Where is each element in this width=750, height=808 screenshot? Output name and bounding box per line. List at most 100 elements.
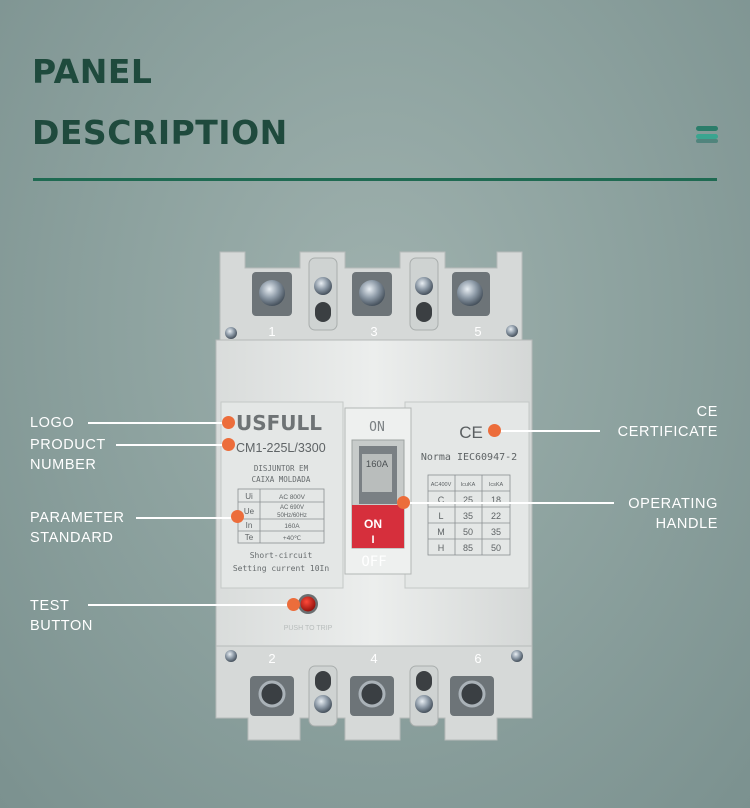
note-line2: Setting current 10In <box>233 564 330 573</box>
param-value: 50Hz/60Hz <box>277 513 307 519</box>
terminal-number: 1 <box>268 324 275 339</box>
callout-logo-label: LOGO <box>30 413 74 433</box>
menu-icon-bar <box>696 139 718 143</box>
subtitle-line1: DISJUNTOR EM <box>254 464 309 473</box>
callout-ce-certificate-text: CE <box>696 404 718 420</box>
callout-parameter-standard-text: STANDARD <box>30 530 114 546</box>
callout-ce-certificate-text: CERTIFICATE <box>617 424 718 440</box>
param-value: AC 690V <box>280 505 304 511</box>
callout-ce-certificate-label: CE CERTIFICATE <box>618 402 718 442</box>
callout-logo-dot <box>222 416 235 429</box>
table-header: AC400V <box>431 482 452 488</box>
terminal-screw-icon <box>259 280 285 306</box>
table-cell: M <box>437 527 445 537</box>
table-cell: 18 <box>491 495 501 505</box>
callout-test-button-text: TEST <box>30 598 70 614</box>
terminal-number: 3 <box>370 324 377 339</box>
handle-on-label: ON <box>369 420 385 435</box>
push-to-trip-label: PUSH TO TRIP <box>284 625 333 632</box>
handle-rating: 160A <box>366 459 389 470</box>
screw-icon <box>225 327 237 339</box>
menu-icon[interactable] <box>696 126 718 144</box>
param-key: Ue <box>244 507 255 516</box>
table-cell: 85 <box>463 543 473 553</box>
callout-test-button-label: TEST BUTTON <box>30 596 93 636</box>
table-cell: L <box>438 511 443 521</box>
callout-product-number-text: NUMBER <box>30 457 97 473</box>
page-title-line1: PANEL <box>32 52 153 91</box>
screw-icon <box>314 277 332 295</box>
screw-icon <box>511 650 523 662</box>
table-cell: 22 <box>491 511 501 521</box>
on-label: ON <box>364 517 382 531</box>
callout-operating-handle-dot <box>397 496 410 509</box>
param-key: Ui <box>245 492 253 501</box>
callout-product-number-line <box>116 444 228 446</box>
table-cell: H <box>438 543 445 553</box>
off-label: OFF <box>361 554 386 570</box>
terminal-number: 6 <box>474 651 481 666</box>
terminal-screw-icon <box>457 280 483 306</box>
table-cell: 35 <box>463 511 473 521</box>
menu-icon-bar <box>696 134 718 139</box>
terminal-screw-icon <box>359 280 385 306</box>
left-label-panel: USFULL CM1-225L/3300 DISJUNTOR EM CAIXA … <box>233 411 330 573</box>
terminal-screw-icon <box>258 680 286 708</box>
table-cell: 50 <box>463 527 473 537</box>
callout-operating-handle-label: OPERATING HANDLE <box>628 494 718 534</box>
param-value: AC 800V <box>279 494 306 501</box>
table-cell: C <box>438 495 445 505</box>
param-value: 160A <box>284 523 300 530</box>
terminal-number: 2 <box>268 651 275 666</box>
callout-operating-handle-text: OPERATING <box>628 496 718 512</box>
callout-operating-handle-line <box>404 502 614 504</box>
param-value: +40℃ <box>283 535 302 542</box>
screw-icon <box>415 277 433 295</box>
subtitle-line2: CAIXA MOLDADA <box>252 475 311 484</box>
callout-test-button-text: BUTTON <box>30 618 93 634</box>
terminal-screw-icon <box>358 680 386 708</box>
callout-operating-handle-text: HANDLE <box>655 516 718 532</box>
callout-test-button-dot <box>287 598 300 611</box>
table-cell: 50 <box>491 543 501 553</box>
norma-text: Norma IEC60947-2 <box>421 452 517 463</box>
table-cell: 25 <box>463 495 473 505</box>
note-line1: Short-circuit <box>250 551 313 560</box>
screw-icon <box>225 650 237 662</box>
callout-ce-certificate-dot <box>488 424 501 437</box>
param-key: Te <box>245 533 254 542</box>
callout-parameter-standard-dot <box>231 510 244 523</box>
header-divider <box>33 178 717 181</box>
table-header: IcuKA <box>461 482 476 488</box>
on-mark: I <box>371 534 374 546</box>
callout-product-number-text: PRODUCT <box>30 437 106 453</box>
test-button[interactable] <box>300 596 316 612</box>
callout-parameter-standard-label: PARAMETER STANDARD <box>30 508 125 548</box>
screw-icon <box>314 695 332 713</box>
ce-mark-icon: CE <box>459 423 483 442</box>
page-title-line2: DESCRIPTION <box>32 113 288 152</box>
terminal-number: 5 <box>474 324 481 339</box>
terminal-screw-icon <box>458 680 486 708</box>
product-number: CM1-225L/3300 <box>236 441 326 455</box>
screw-icon <box>506 325 518 337</box>
callout-logo-line <box>88 422 228 424</box>
callout-logo-text: LOGO <box>30 415 75 431</box>
callout-product-number-label: PRODUCT NUMBER <box>30 435 106 475</box>
terminal-number: 4 <box>370 651 377 666</box>
callout-parameter-standard-line <box>136 517 236 519</box>
param-key: In <box>246 521 253 530</box>
top-terminal-block: 1 3 5 <box>219 251 523 341</box>
callout-test-button-line <box>88 604 294 606</box>
table-header: IcsKA <box>489 482 504 488</box>
right-label-panel: CE Norma IEC60947-2 AC400V IcuKA IcsKA C… <box>421 423 517 556</box>
screw-icon <box>415 695 433 713</box>
brand-logo: USFULL <box>236 411 322 435</box>
operating-handle[interactable]: ON 160A ON I OFF <box>344 407 412 575</box>
table-cell: 35 <box>491 527 501 537</box>
callout-ce-certificate-line <box>496 430 600 432</box>
bottom-terminal-block: 2 4 6 <box>215 645 533 741</box>
menu-icon-bar <box>696 126 718 131</box>
callout-product-number-dot <box>222 438 235 451</box>
